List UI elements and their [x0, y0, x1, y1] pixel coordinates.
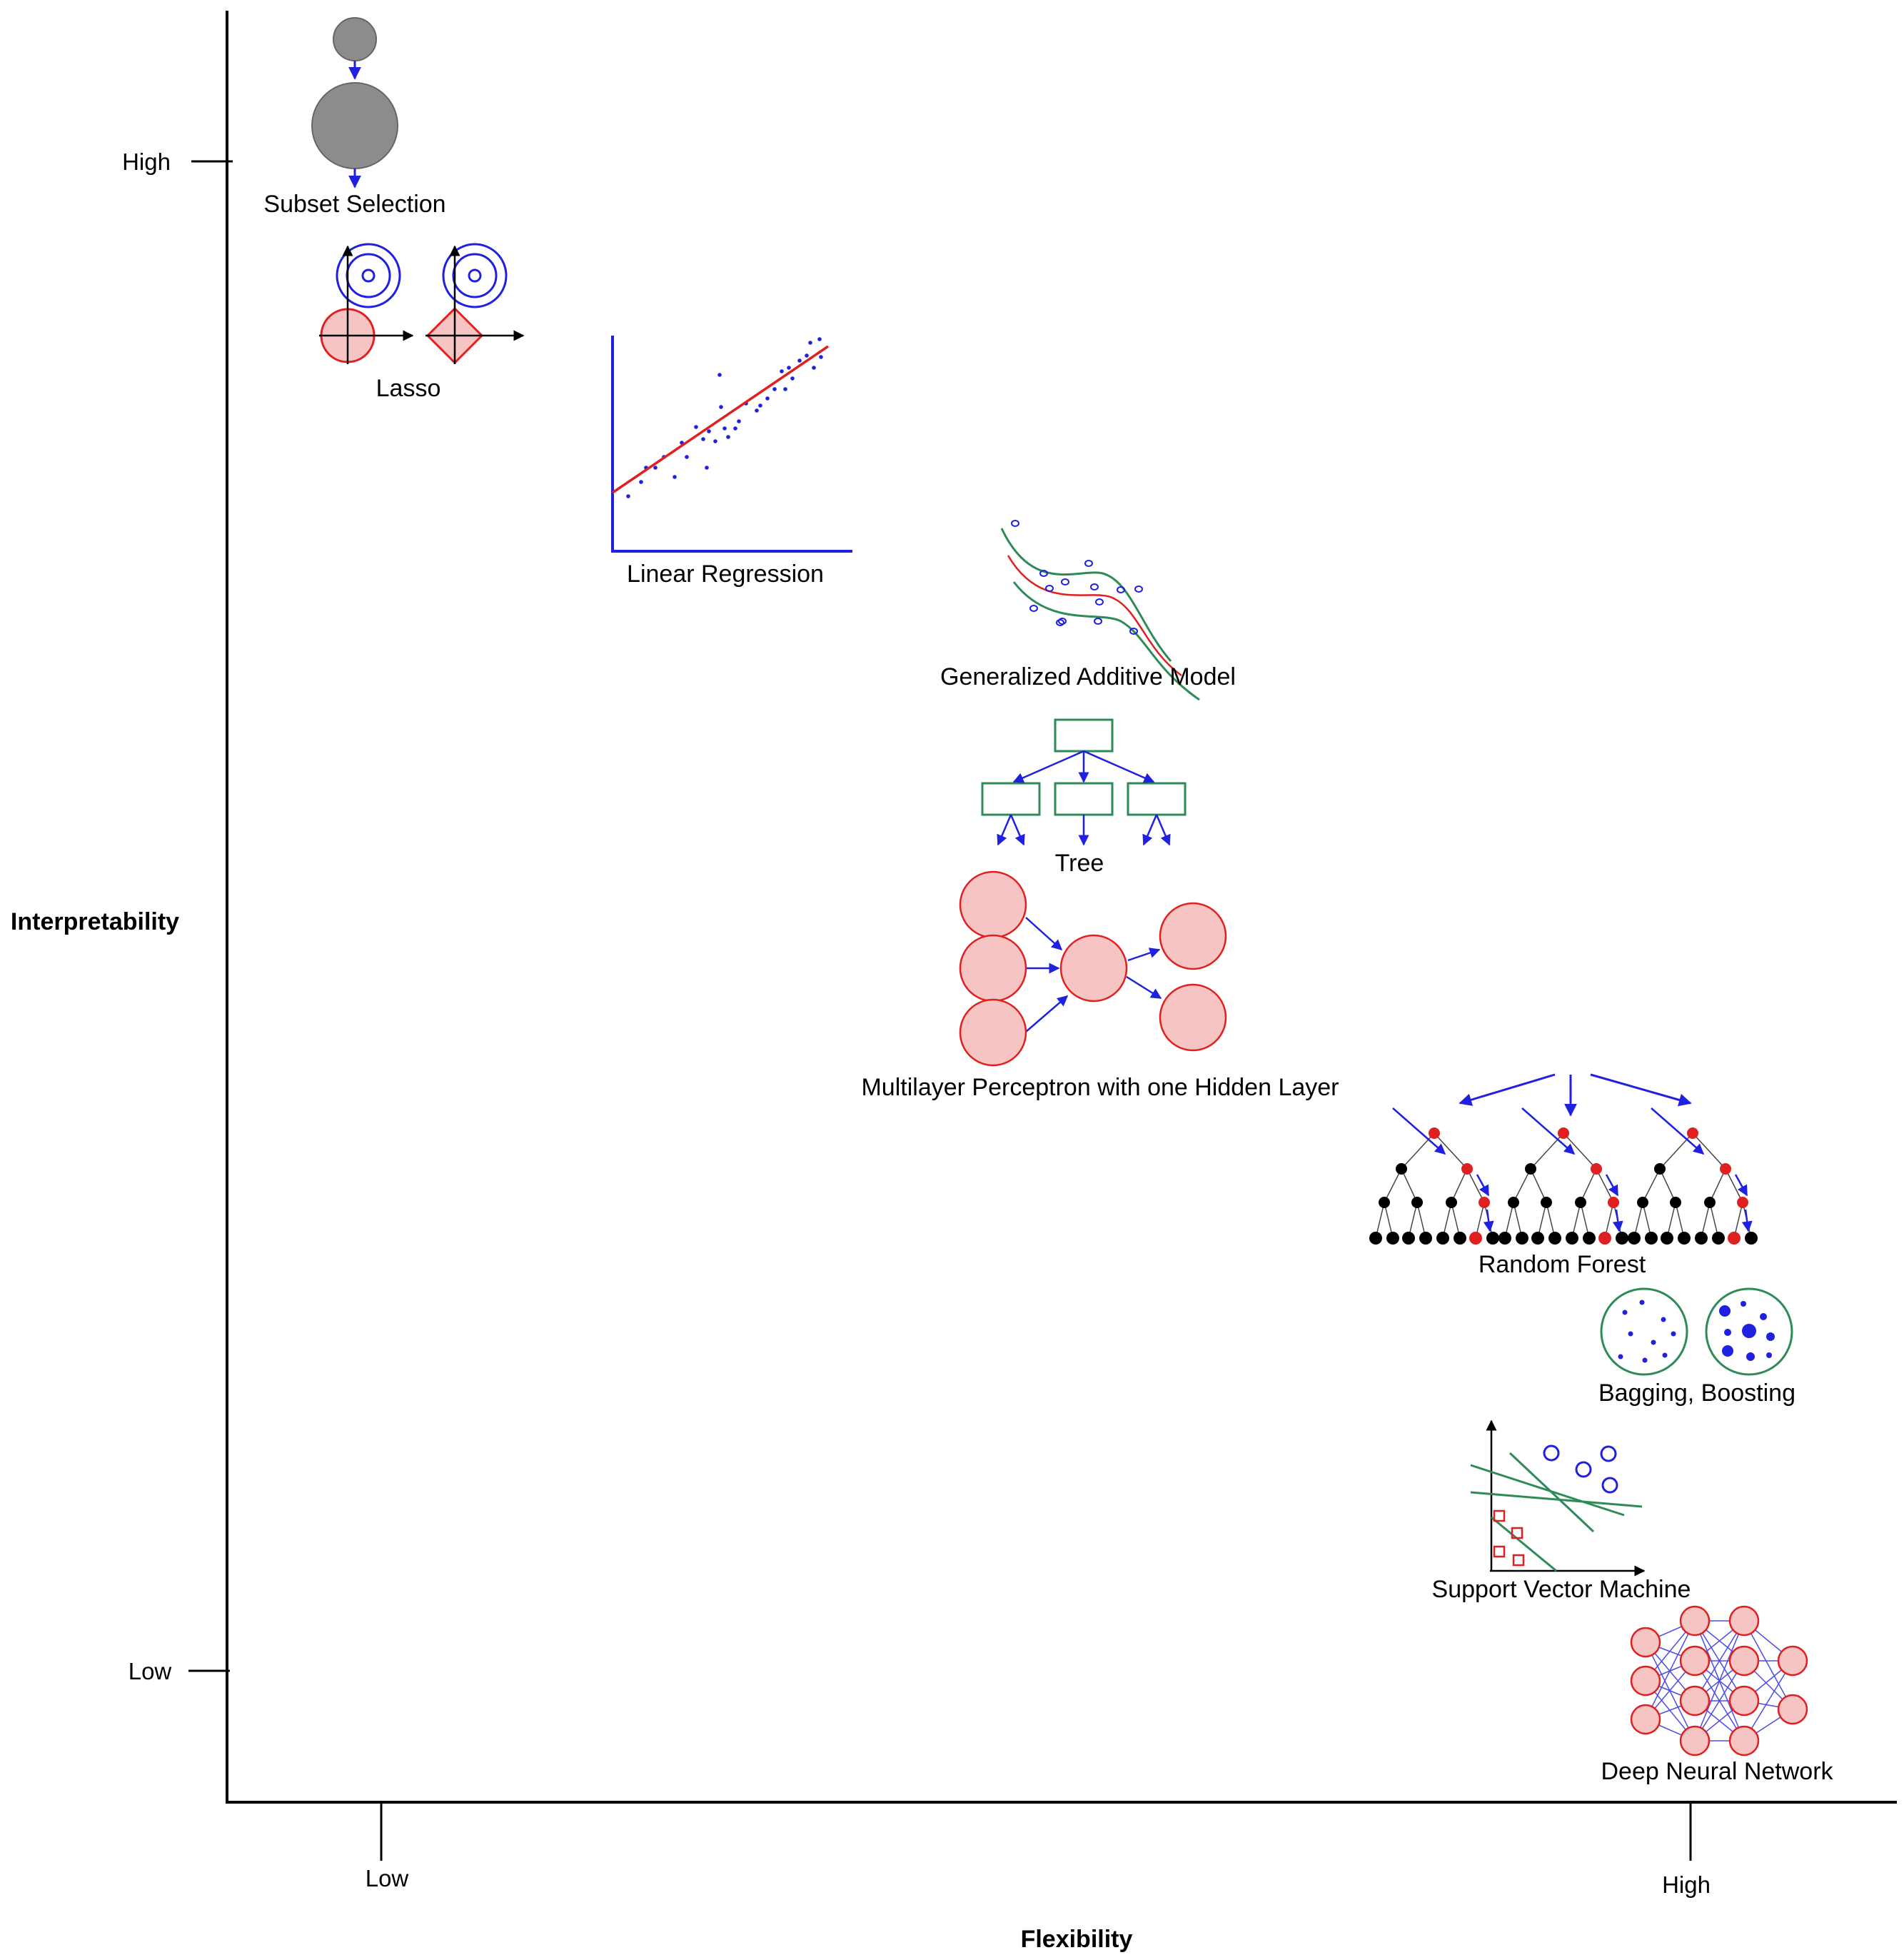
linear-regression-icon [611, 336, 852, 553]
dnn-icon [1630, 1605, 1808, 1757]
lasso-icon [319, 243, 525, 365]
mlp-label: Multilayer Perceptron with one Hidden La… [861, 1074, 1339, 1101]
bagging-boosting-label: Bagging, Boosting [1598, 1379, 1795, 1407]
lasso-label: Lasso [376, 375, 441, 402]
x-tick-label-high: High [1662, 1871, 1711, 1898]
x-axis-title: Flexibility [1021, 1926, 1133, 1953]
random-forest-icon [1369, 1073, 1758, 1245]
random-forest-label: Random Forest [1479, 1251, 1646, 1278]
subset-selection-label: Subset Selection [263, 191, 445, 218]
svm-label: Support Vector Machine [1432, 1576, 1691, 1603]
dnn-label: Deep Neural Network [1601, 1758, 1833, 1785]
y-tick-label-low: Low [129, 1658, 172, 1684]
gam-label: Generalized Additive Model [940, 663, 1236, 690]
tree-label: Tree [1055, 850, 1104, 877]
axes: High Low Low High Interpretability Flexi… [11, 11, 1897, 1953]
x-tick-label-low: Low [366, 1865, 409, 1891]
y-tick-label-high: High [122, 149, 171, 175]
svm-icon [1470, 1419, 1646, 1577]
mlp-icon [959, 870, 1227, 1067]
tree-icon [981, 718, 1187, 846]
bagging-boosting-icon [1600, 1287, 1793, 1376]
linear-regression-label: Linear Regression [627, 561, 824, 588]
gam-icon [1000, 520, 1200, 701]
subset-selection-icon [311, 17, 398, 189]
y-axis-title: Interpretability [11, 908, 179, 935]
